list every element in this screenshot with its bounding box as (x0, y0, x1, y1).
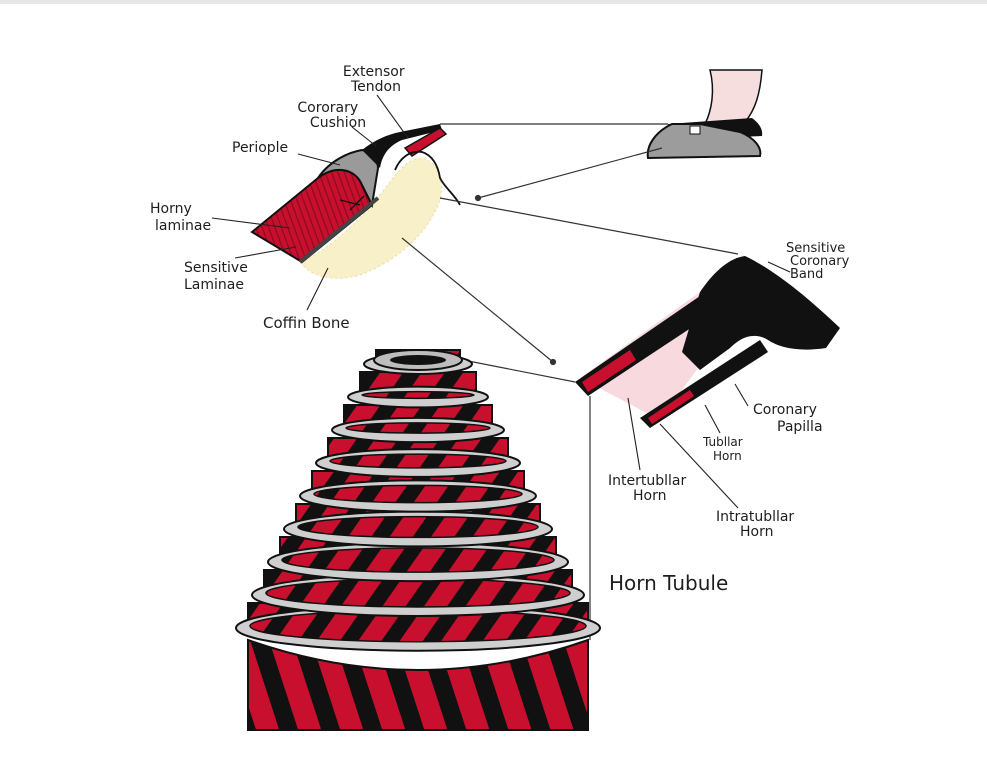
coronary-cushion-shape (362, 124, 442, 168)
papilla-upper-red (582, 350, 636, 392)
label-coronary-papilla-line2: Papilla (777, 419, 823, 435)
label-sensitive-coronary-band: Sensitive Coronary Band (786, 241, 853, 282)
coronary-band-black-shape (682, 256, 840, 370)
label-intertubular-horn-line2: Horn (633, 488, 666, 504)
label-horny-laminae-line1: Horny (150, 201, 192, 217)
horny-laminae-detail (339, 195, 365, 211)
tubule-base (247, 638, 589, 731)
hoof-wall-shape (646, 123, 762, 160)
label-coronary-cushion-line1: Cororary (297, 100, 358, 116)
label-horny-laminae: Horny laminae (150, 201, 211, 234)
hoof-wall-highlight (689, 125, 701, 135)
label-coronary-papilla-line1: Coronary (753, 402, 817, 418)
label-sensitive-laminae-line2: Laminae (184, 277, 244, 293)
label-scb-line3: Band (790, 267, 823, 282)
tubule-ring-inner (265, 578, 571, 608)
label-coffin-bone: Coffin Bone (263, 314, 350, 332)
label-intertubular-horn: Intertubllar Horn (608, 473, 691, 504)
labels: Extensor Tendon Cororary Cushion Periopl… (150, 64, 853, 595)
label-coronary-cushion-line2: Cushion (310, 115, 366, 131)
coffin-joint-outline (394, 150, 461, 206)
label-scb-line1: Sensitive (786, 241, 845, 256)
label-horny-laminae-line2: laminae (155, 218, 211, 234)
label-coronary-papilla: Coronary Papilla (753, 402, 823, 435)
label-leader-lines (211, 94, 791, 509)
label-intertubular-horn-line1: Intertubllar (608, 473, 686, 489)
label-tubular-horn-line1: Tubllar (702, 435, 743, 449)
connector-lines (401, 123, 739, 640)
label-tubular-horn: Tubllar Horn (702, 435, 747, 463)
top-border (0, 0, 987, 4)
tubule-lumen (390, 355, 446, 365)
coffin-bone-shape (299, 157, 443, 279)
label-intratubular-horn-line1: Intratubllar (716, 509, 794, 525)
tubule-ring-inner (361, 390, 475, 400)
label-sensitive-laminae-line1: Sensitive (184, 260, 248, 276)
sensitive-laminae-line (298, 196, 380, 264)
papilla-lower-red (648, 390, 694, 424)
label-periople: Periople (232, 140, 288, 156)
label-intratubular-horn-line2: Horn (740, 524, 773, 540)
label-horn-tubule: Horn Tubule (609, 571, 728, 595)
label-extensor-tendon: Extensor Tendon (343, 64, 409, 95)
label-scb-line2: Coronary (790, 254, 850, 269)
label-sensitive-laminae: Sensitive Laminae (184, 260, 252, 293)
label-extensor-tendon-line1: Extensor (343, 64, 405, 80)
tubule-ring-inner (345, 422, 491, 434)
label-extensor-tendon-line2: Tendon (350, 79, 401, 95)
label-tubular-horn-line2: Horn (713, 449, 742, 463)
tubule-ring-inner (297, 515, 539, 539)
hoof-section-drawing (250, 124, 461, 279)
tubule-ring-inner (313, 484, 523, 504)
tubule-ring-inner (329, 453, 507, 469)
hoof-thumbnail-drawing (646, 69, 763, 160)
leg-pink-shape (703, 69, 763, 125)
label-intratubular-horn: Intratubllar Horn (716, 509, 799, 540)
coronary-papilla-drawing (575, 256, 840, 428)
horn-tubule-drawing (235, 349, 601, 731)
label-coronary-cushion: Cororary Cushion (297, 100, 366, 131)
tubule-ring-inner (281, 547, 555, 573)
